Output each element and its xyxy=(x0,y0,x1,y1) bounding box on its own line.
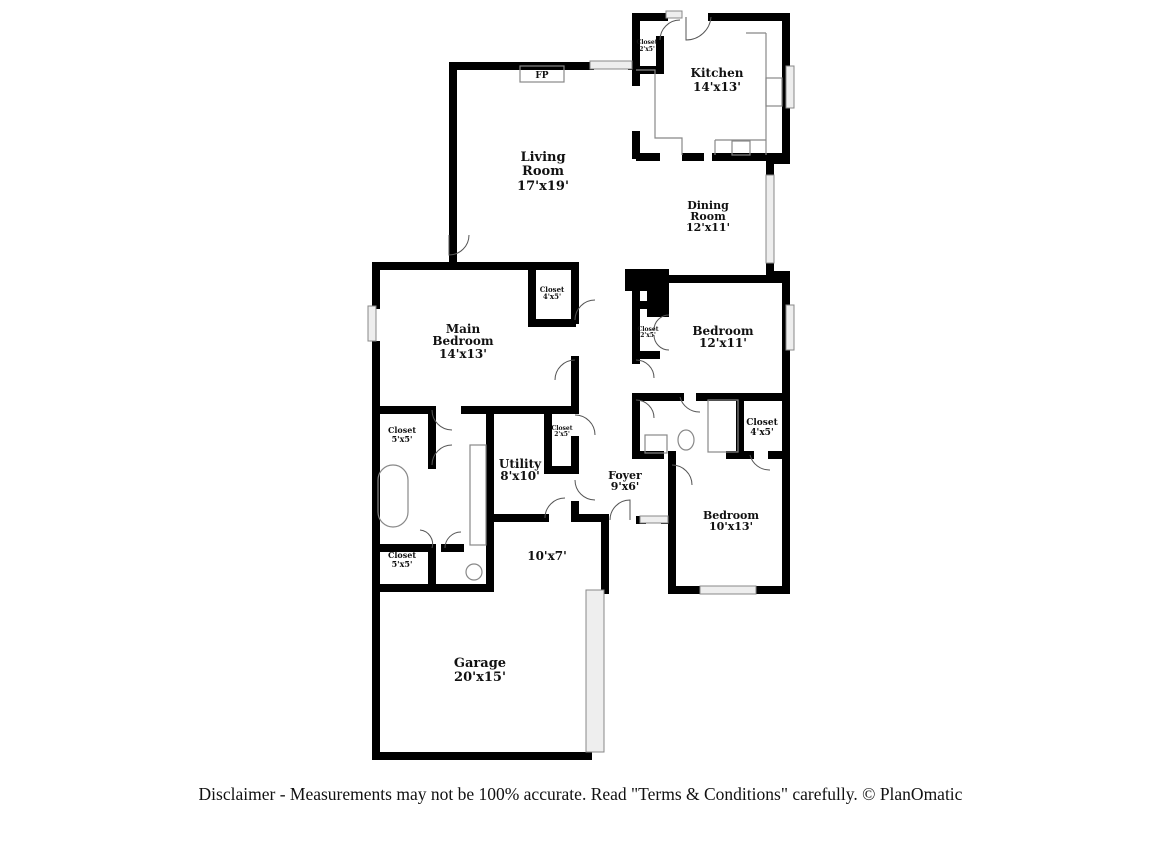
fixtures xyxy=(377,32,783,581)
fireplace xyxy=(519,65,565,83)
disclaimer-text: Disclaimer - Measurements may not be 100… xyxy=(198,784,963,804)
foyer-size: 9'x6' xyxy=(611,480,640,493)
utility-size: 8'x10' xyxy=(500,469,540,483)
bedroom-3-label: Bedroom xyxy=(703,509,759,522)
foyer-label: Foyer xyxy=(608,469,642,482)
stove xyxy=(731,140,751,156)
walls xyxy=(372,13,790,760)
bedroom-2-closet-label: Closet xyxy=(637,326,658,333)
dining-room-label-2: Room xyxy=(690,210,726,223)
hall-closet-label: Closet xyxy=(746,418,778,428)
main-bedroom-label: Main xyxy=(446,322,481,336)
garage-label: Garage xyxy=(454,656,506,671)
fireplace-label: FP xyxy=(535,71,548,81)
bedroom-2-size: 12'x11' xyxy=(699,336,747,350)
bath-closet-1-label: Closet xyxy=(388,425,416,435)
windows xyxy=(367,10,795,753)
bedroom-3-size: 10'x13' xyxy=(709,520,753,533)
kitchen-closet-label: Closet xyxy=(636,39,657,46)
main-closet-label: Closet xyxy=(540,285,565,294)
bath-closet-1-size: 5'x5' xyxy=(392,434,413,444)
living-room-label: Living xyxy=(520,150,565,165)
kitchen-size: 14'x13' xyxy=(693,80,741,94)
dining-room-label: Dining xyxy=(687,199,729,212)
storage-size: 10'x7' xyxy=(527,549,567,563)
bedroom-2-label: Bedroom xyxy=(692,324,753,338)
toilet xyxy=(465,563,483,581)
main-bedroom-label-2: Bedroom xyxy=(432,334,493,348)
living-room-label-2: Room xyxy=(522,164,564,179)
main-bedroom-size: 14'x13' xyxy=(439,347,487,361)
room-labels: Kitchen 14'x13' Closet 2'x5' FP Living R… xyxy=(388,39,779,685)
utility-closet-label: Closet xyxy=(551,425,572,432)
kitchen-closet-size: 2'x5' xyxy=(639,46,655,53)
bath-closet-2-size: 5'x5' xyxy=(392,559,413,569)
bedroom-2-closet-size: 2'x5' xyxy=(640,332,656,339)
utility-label: Utility xyxy=(499,457,542,471)
toilet xyxy=(677,429,695,451)
utility-closet-size: 2'x5' xyxy=(554,431,570,438)
main-closet-size: 4'x5' xyxy=(543,292,561,301)
bath-closet-2-label: Closet xyxy=(388,550,416,560)
doors xyxy=(419,16,771,549)
tub xyxy=(707,399,739,453)
living-room-size: 17'x19' xyxy=(517,179,569,194)
kitchen-label: Kitchen xyxy=(691,66,744,80)
sink xyxy=(644,434,668,454)
hall-closet-size: 4'x5' xyxy=(750,428,773,438)
bathtub xyxy=(377,464,409,528)
garage-size: 20'x15' xyxy=(454,670,506,685)
dining-room-size: 12'x11' xyxy=(686,221,730,234)
